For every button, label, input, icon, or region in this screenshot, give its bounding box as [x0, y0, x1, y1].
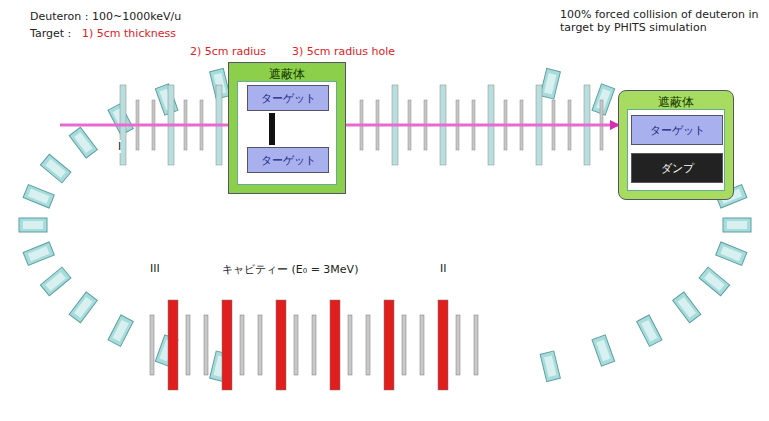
inner-block: ターゲット	[247, 85, 329, 111]
cavity-element	[348, 315, 352, 375]
magnet-segment	[699, 267, 729, 296]
node-label: 遮蔽体	[229, 63, 345, 83]
magnet-segment	[592, 84, 615, 115]
inner-block: ターゲット	[247, 147, 329, 173]
node-label: ダンプ	[632, 154, 722, 176]
magnet-segment	[40, 267, 70, 296]
magnet-segment	[155, 84, 178, 115]
beam-arrow	[346, 124, 618, 127]
cavity-element	[474, 315, 478, 375]
magnet-segment	[673, 292, 701, 323]
node-label: 遮蔽体	[619, 91, 733, 111]
cavity-element	[384, 300, 394, 390]
annotation: 1) 5cm thickness	[82, 27, 176, 40]
annotation: キャビティー (E₀ = 3MeV)	[222, 262, 358, 277]
magnet-segment	[637, 315, 662, 346]
magnet-segment	[716, 242, 747, 265]
cavity-element	[312, 315, 316, 375]
annotation: 100% forced collision of deuteron in tar…	[560, 8, 760, 34]
annotation: 2) 5cm radius	[190, 45, 266, 58]
cavity-element	[204, 315, 208, 375]
target-bar	[269, 113, 275, 145]
shield-box: 遮蔽体ターゲットダンプ	[618, 90, 734, 200]
annotation: I	[118, 140, 121, 153]
cavity-element	[222, 300, 232, 390]
shield-box: 遮蔽体ターゲットターゲット	[228, 62, 346, 194]
cavity-element	[438, 300, 448, 390]
annotation: Deuteron : 100~1000keV/u	[30, 10, 181, 23]
magnet-segment	[540, 68, 560, 99]
cavity-element	[276, 300, 286, 390]
inner-block: ダンプ	[631, 153, 723, 183]
cavity-element	[186, 315, 190, 375]
cavity-element	[294, 315, 298, 375]
magnet-segment	[23, 185, 54, 208]
annotation: II	[440, 262, 447, 275]
cavity-element	[456, 315, 460, 375]
annotation: III	[150, 262, 160, 275]
magnet-segment	[69, 292, 97, 323]
magnet-segment	[592, 335, 615, 366]
inner-block: ターゲット	[631, 115, 723, 145]
cavity-element	[366, 315, 370, 375]
magnet-segment	[23, 242, 54, 265]
node-label: ターゲット	[248, 148, 328, 168]
magnet-segment	[723, 218, 751, 232]
magnet-segment	[40, 154, 70, 183]
annotation: 3) 5cm radius hole	[292, 45, 395, 58]
node-label: ターゲット	[248, 86, 328, 106]
magnet-segment	[108, 315, 133, 346]
magnet-segment	[69, 127, 97, 158]
annotation: Target :	[30, 27, 71, 40]
cavity-element	[240, 315, 244, 375]
cavity-element	[330, 300, 340, 390]
cavity-element	[150, 315, 154, 375]
cavity-element	[420, 315, 424, 375]
node-label: ターゲット	[632, 116, 722, 138]
beam-line	[60, 124, 228, 127]
cavity-element	[402, 315, 406, 375]
magnet-segment	[19, 218, 47, 232]
magnet-segment	[540, 351, 560, 382]
cavity-element	[258, 315, 262, 375]
cavity-element	[168, 300, 178, 390]
